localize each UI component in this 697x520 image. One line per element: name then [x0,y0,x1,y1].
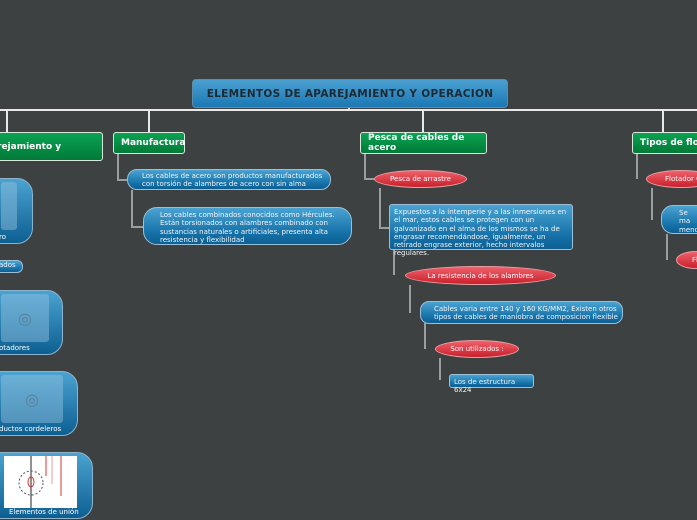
topic-label: Tipos de flota [640,138,697,148]
node-flotador[interactable]: Flotador C [646,170,697,188]
topic-pesca-cables[interactable]: Pesca de cables de acero [360,132,487,154]
topic-label: Manufactura [121,138,186,148]
camera-icon: ◎ [1,375,63,423]
central-topic[interactable]: ELEMENTOS DE APAREJAMIENTO Y OPERACION [192,79,508,108]
topic-aparejamiento[interactable]: rejamiento y [0,132,103,161]
image-node[interactable]: Elementos de unión [0,452,93,519]
node-cables-acero[interactable]: Los cables de acero son productos manufa… [127,169,331,190]
image-node[interactable]: ◎ ductos cordeleros [0,371,78,436]
topic-manufactura[interactable]: Manufactura [113,132,185,154]
node-ados[interactable]: ados [0,260,23,273]
image-caption: ro [0,233,7,241]
topic-label: rejamiento y [0,141,62,152]
topic-label: Pesca de cables de acero [368,133,465,153]
node-son-utilizados[interactable]: Son utilizados : [435,340,519,358]
image-caption: Elementos de unión [9,508,79,516]
node-flotador-desc[interactable]: Se ma meno se ca [661,205,697,234]
camera-icon: ◎ [1,294,49,342]
node-pesca-arrastre[interactable]: Pesca de arrastre [374,170,467,188]
node-resistencia[interactable]: La resistencia de los alambres [405,266,556,285]
node-cables-combinados[interactable]: Los cables combinados conocidos como Hér… [143,207,352,245]
rigging-diagram-image [4,456,77,508]
node-cables-varia[interactable]: Cables varia entre 140 y 160 KG/MM2, Exi… [420,301,623,324]
image-caption: otadores [0,344,30,352]
node-label: ados [0,261,16,269]
image-node[interactable]: ◎ otadores [0,290,63,355]
node-expuestos[interactable]: Expuestos a la intemperie y a las inmers… [389,204,573,257]
image-placeholder [1,182,17,230]
image-node[interactable]: ro [0,178,33,244]
image-caption: ductos cordeleros [0,425,62,433]
topic-tipos-flotadores[interactable]: Tipos de flota [632,132,697,154]
node-fl[interactable]: Fl [676,251,697,269]
node-estructura[interactable]: Los de estructura 6x24 [449,374,534,394]
